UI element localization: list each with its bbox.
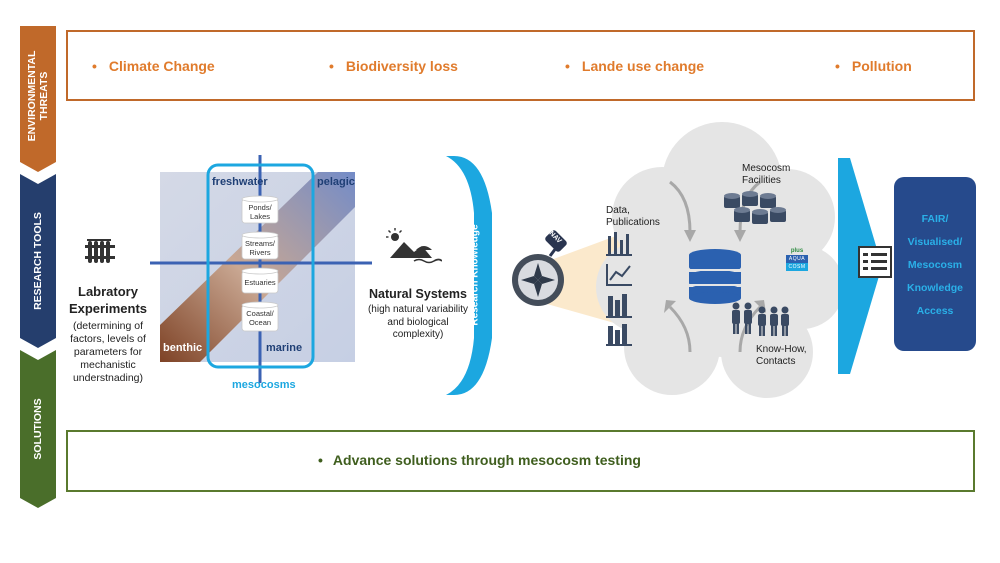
landscape-icon	[386, 228, 442, 264]
fair-line: Visualised/	[907, 236, 963, 248]
natural-systems-description: (high natural variability and biological…	[367, 304, 469, 340]
mesocosm-facilities-label: Mesocosm Facilities	[742, 163, 791, 186]
system-streams-rivers: Streams/ Rivers	[244, 239, 275, 257]
data-publications-label: Data, Publications	[606, 205, 660, 228]
sidebar-solutions: SOLUTIONS	[32, 398, 44, 460]
fair-line: Access	[916, 305, 954, 317]
aquacosm-logo: plus AQUA COSM	[786, 248, 808, 274]
threats-box	[66, 30, 975, 101]
system-ponds-lakes: Ponds/ Lakes	[248, 203, 272, 221]
fair-line: FAIR/	[921, 213, 949, 225]
natural-systems-title: Natural Systems	[369, 287, 467, 301]
sidebar-research-tools: RESEARCH TOOLS	[32, 212, 44, 310]
fair-access-box	[894, 177, 976, 351]
test-tubes-icon	[85, 239, 115, 263]
fair-line: Mesocosm	[907, 259, 963, 271]
sidebar-environmental-threats: ENVIRONMENTAL THREATS	[26, 50, 50, 142]
threat-item: •Biodiversity loss	[329, 58, 458, 74]
know-how-label: Know-How, Contacts	[756, 344, 807, 367]
checklist-icon	[858, 246, 892, 278]
tanks-icon	[724, 191, 786, 224]
solutions-box	[66, 430, 975, 492]
chart-icons	[606, 232, 632, 346]
research-knowledge-label: Research Knowledge	[469, 224, 481, 326]
solution-item: •Advance solutions through mesocosm test…	[318, 452, 641, 468]
fair-line: Knowledge	[906, 282, 963, 294]
sidebar-chevrons	[20, 26, 56, 508]
system-estuaries: Estuaries	[244, 278, 276, 287]
threat-item: •Pollution	[835, 58, 912, 74]
lab-title: Labratory Experiments	[68, 284, 148, 316]
label-freshwater: freshwater	[212, 176, 268, 188]
people-icon	[732, 302, 789, 336]
threat-item: •Lande use change	[565, 58, 705, 74]
system-coastal-ocean: Coastal/ Ocean	[246, 309, 274, 327]
label-mesocosms: mesocosms	[232, 379, 296, 391]
research-knowledge-bracket	[446, 156, 492, 395]
gradient-diagram	[150, 155, 372, 383]
label-pelagic: pelagic	[317, 176, 355, 188]
label-benthic: benthic	[163, 342, 203, 354]
lab-description: (determining of factors, levels of param…	[70, 320, 146, 384]
threat-item: •Climate Change	[92, 58, 215, 74]
label-marine: marine	[266, 342, 303, 354]
